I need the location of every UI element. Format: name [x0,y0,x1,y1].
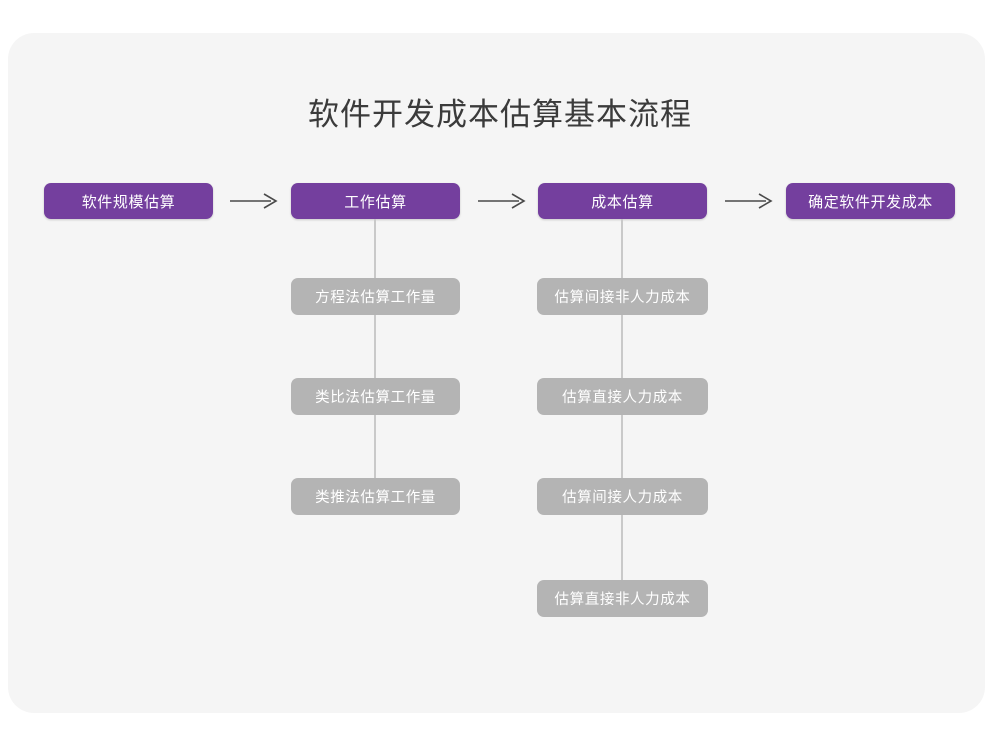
branch-2-item-3[interactable]: 估算间接人力成本 [537,478,708,515]
main-step-1[interactable]: 软件规模估算 [44,183,213,219]
main-step-3[interactable]: 成本估算 [538,183,707,219]
branch-2-item-4[interactable]: 估算直接非人力成本 [537,580,708,617]
branch-2-item-1[interactable]: 估算间接非人力成本 [537,278,708,315]
main-step-2[interactable]: 工作估算 [291,183,460,219]
main-step-4[interactable]: 确定软件开发成本 [786,183,955,219]
arrow-right-icon-1 [228,190,280,212]
content-card [8,33,985,713]
branch-2-item-2[interactable]: 估算直接人力成本 [537,378,708,415]
arrow-right-icon-2 [476,190,528,212]
branch-1-item-1[interactable]: 方程法估算工作量 [291,278,460,315]
branch-2-connector [621,219,623,615]
branch-1-connector [374,219,376,515]
arrow-right-icon-3 [723,190,775,212]
branch-1-item-3[interactable]: 类推法估算工作量 [291,478,460,515]
branch-1-item-2[interactable]: 类比法估算工作量 [291,378,460,415]
page-title: 软件开发成本估算基本流程 [308,97,692,132]
